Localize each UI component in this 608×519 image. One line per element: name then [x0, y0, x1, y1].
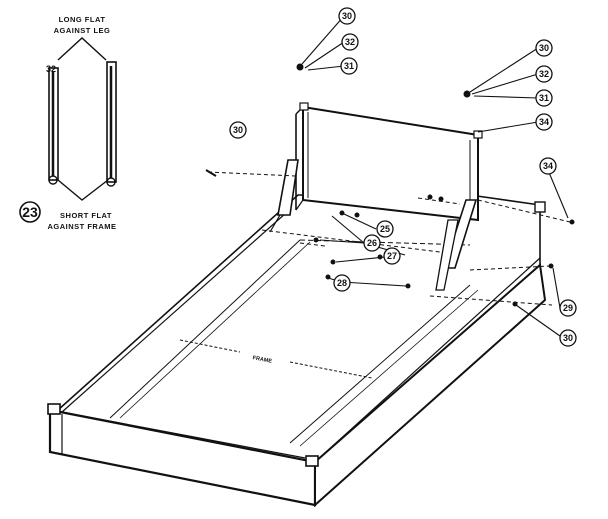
callout-30-bottom: 30	[563, 333, 573, 343]
callout-30-left: 30	[233, 125, 243, 135]
inset-bottom-note-line1: SHORT FLAT	[60, 211, 112, 220]
inset-lower-guide	[57, 179, 109, 201]
inset-part-number-circle	[19, 201, 41, 223]
callout-circles	[229, 7, 577, 347]
inset-part-number: 23	[22, 204, 38, 220]
bolt-marks	[205, 63, 575, 307]
headboard-panel	[295, 102, 483, 222]
hardware-leader-lines	[207, 171, 571, 306]
callout-labels: 30 32 31 30 32 31 34 30 34 25 26 27 28 2…	[233, 11, 573, 343]
callout-25: 25	[380, 224, 390, 234]
inset-bolt-shaft-right	[106, 61, 117, 183]
inset-top-note-line2: AGAINST LEG	[54, 26, 111, 35]
callout-27: 27	[387, 251, 397, 261]
callout-28: 28	[337, 278, 347, 288]
callout-30-right: 30	[539, 43, 549, 53]
frame-dimension	[179, 339, 373, 379]
bed-frame	[47, 194, 547, 508]
callout-30-top: 30	[342, 11, 352, 21]
bolt-detail-inset: LONG FLAT AGAINST LEG 32 SHORT FLAT AGAI…	[19, 15, 117, 231]
inset-upper-guide	[57, 37, 107, 61]
inset-top-note-line1: LONG FLAT	[59, 15, 106, 24]
frame-label: FRAME	[252, 355, 273, 365]
callout-29: 29	[563, 303, 573, 313]
callout-32-right: 32	[539, 69, 549, 79]
callout-31-right: 31	[539, 93, 549, 103]
callout-26: 26	[367, 238, 377, 248]
inset-end-label: 32	[46, 64, 56, 74]
callout-32-top: 32	[345, 37, 355, 47]
inset-bolt-shaft-left	[48, 67, 59, 181]
callout-34-right: 34	[539, 117, 549, 127]
inset-bottom-note-line2: AGAINST FRAME	[48, 222, 117, 231]
callout-34-lower: 34	[543, 161, 553, 171]
callout-31-top: 31	[344, 61, 354, 71]
right-leg	[435, 199, 478, 291]
left-leg	[269, 159, 299, 233]
